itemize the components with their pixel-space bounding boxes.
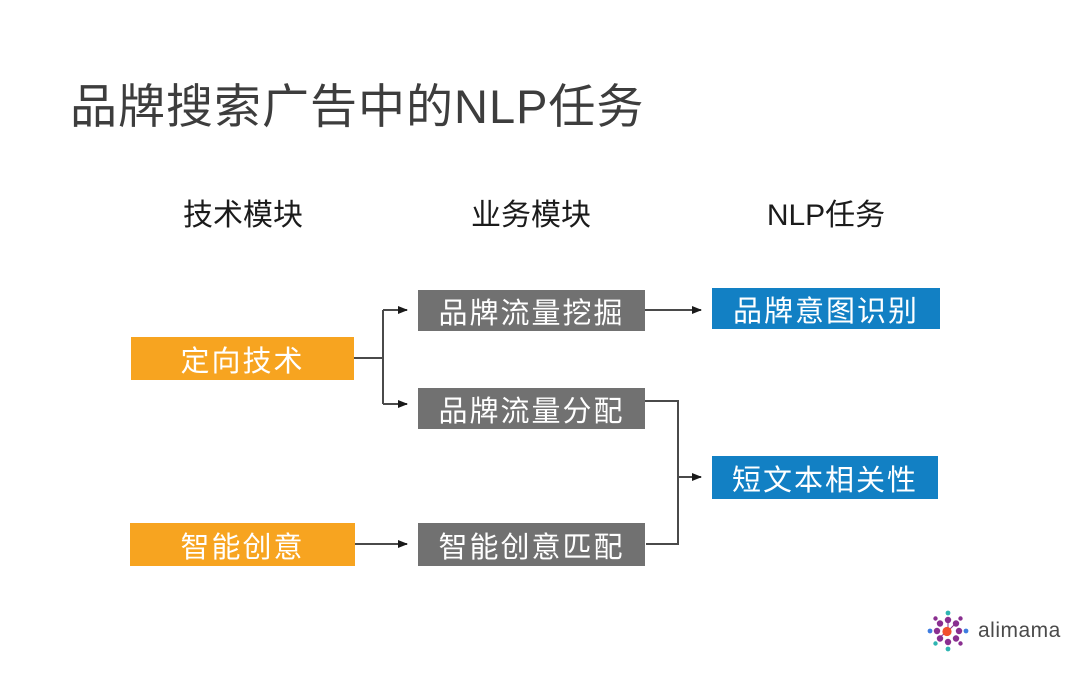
- column-header-nlp-task: NLP任务: [766, 199, 886, 232]
- alimama-logo: alimama: [925, 608, 1061, 654]
- node-brand-intent-recognition: 品牌意图识别: [712, 288, 940, 329]
- column-header-business-module: 业务模块: [471, 199, 591, 232]
- slide-title: 品牌搜索广告中的NLP任务: [70, 80, 645, 133]
- node-smart-creative-matching: 智能创意匹配: [418, 523, 645, 566]
- column-header-tech-module: 技术模块: [183, 199, 303, 232]
- edge-alloc-to-rail: [645, 400, 679, 545]
- node-targeting-tech: 定向技术: [131, 337, 354, 380]
- alimama-logo-icon: [927, 610, 969, 652]
- alimama-logo-text: alimama: [978, 619, 1061, 642]
- node-brand-traffic-allocation: 品牌流量分配: [418, 388, 645, 429]
- node-smart-creative: 智能创意: [130, 523, 355, 566]
- node-short-text-relevance: 短文本相关性: [712, 456, 938, 499]
- node-brand-traffic-mining: 品牌流量挖掘: [418, 290, 645, 331]
